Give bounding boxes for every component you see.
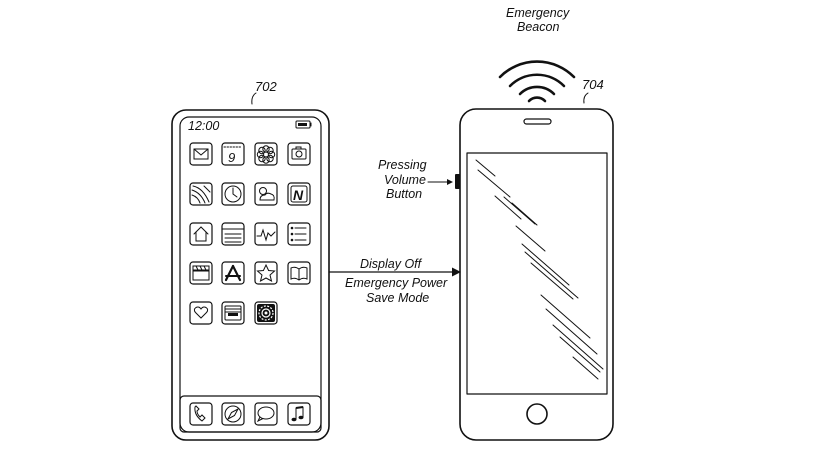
- messages-icon: [254, 402, 278, 426]
- volume-press-callout: Pressing Volume Button: [378, 158, 453, 201]
- camera-icon: [287, 142, 311, 166]
- emergency-beacon: Emergency Beacon: [498, 6, 576, 103]
- books-icon: [287, 261, 311, 285]
- tv-icon: [189, 261, 213, 285]
- home-button: [526, 403, 548, 425]
- arrow-label-display-off: Display Off: [360, 257, 423, 271]
- pressing-label-1: Pressing: [378, 158, 427, 172]
- reference-702: 702: [255, 79, 277, 94]
- beacon-label-1: Emergency: [506, 6, 570, 20]
- reminders-icon: [287, 222, 311, 246]
- phone-704: 704: [455, 77, 614, 441]
- stocks-icon: [254, 222, 278, 246]
- weather-icon: [254, 182, 278, 206]
- reference-704: 704: [582, 77, 604, 92]
- display-off-screen: [466, 152, 608, 395]
- pressing-label-2: Volume: [384, 173, 426, 187]
- health-icon: [189, 301, 213, 325]
- settings-icon: [254, 301, 278, 325]
- mail-icon: [189, 142, 213, 166]
- screen-glare: [475, 159, 604, 380]
- music-icon: [287, 402, 311, 426]
- battery-icon: [295, 120, 312, 129]
- clock-icon: [221, 182, 245, 206]
- speaker-slot: [523, 118, 552, 125]
- news-icon: N: [287, 182, 311, 206]
- transition-arrow: Display Off Emergency Power Save Mode: [328, 257, 461, 305]
- arrow-label-power-save-2: Save Mode: [366, 291, 429, 305]
- wallet-icon: [221, 301, 245, 325]
- phone-icon: [189, 402, 213, 426]
- svg-text:N: N: [293, 187, 304, 203]
- itunes-star-icon: [254, 261, 278, 285]
- photos-icon: [254, 142, 278, 166]
- notes-icon: [221, 222, 245, 246]
- pressing-label-3: Button: [386, 187, 422, 201]
- beacon-label-2: Beacon: [517, 20, 559, 34]
- calendar-icon: 9: [221, 142, 245, 166]
- arrow-label-power-save-1: Emergency Power: [345, 276, 448, 290]
- app-store-icon: [221, 261, 245, 285]
- signal-waves-icon: [498, 60, 576, 103]
- status-clock: 12:00: [188, 119, 219, 133]
- phone-702: 12:00 9: [171, 79, 330, 441]
- dock: [179, 395, 322, 433]
- calendar-day: 9: [228, 150, 235, 165]
- leader-704: [583, 92, 589, 104]
- home-icon: [189, 222, 213, 246]
- safari-icon: [221, 402, 245, 426]
- leader-702: [251, 92, 257, 105]
- maps-icon: [189, 182, 213, 206]
- volume-button: [455, 174, 460, 189]
